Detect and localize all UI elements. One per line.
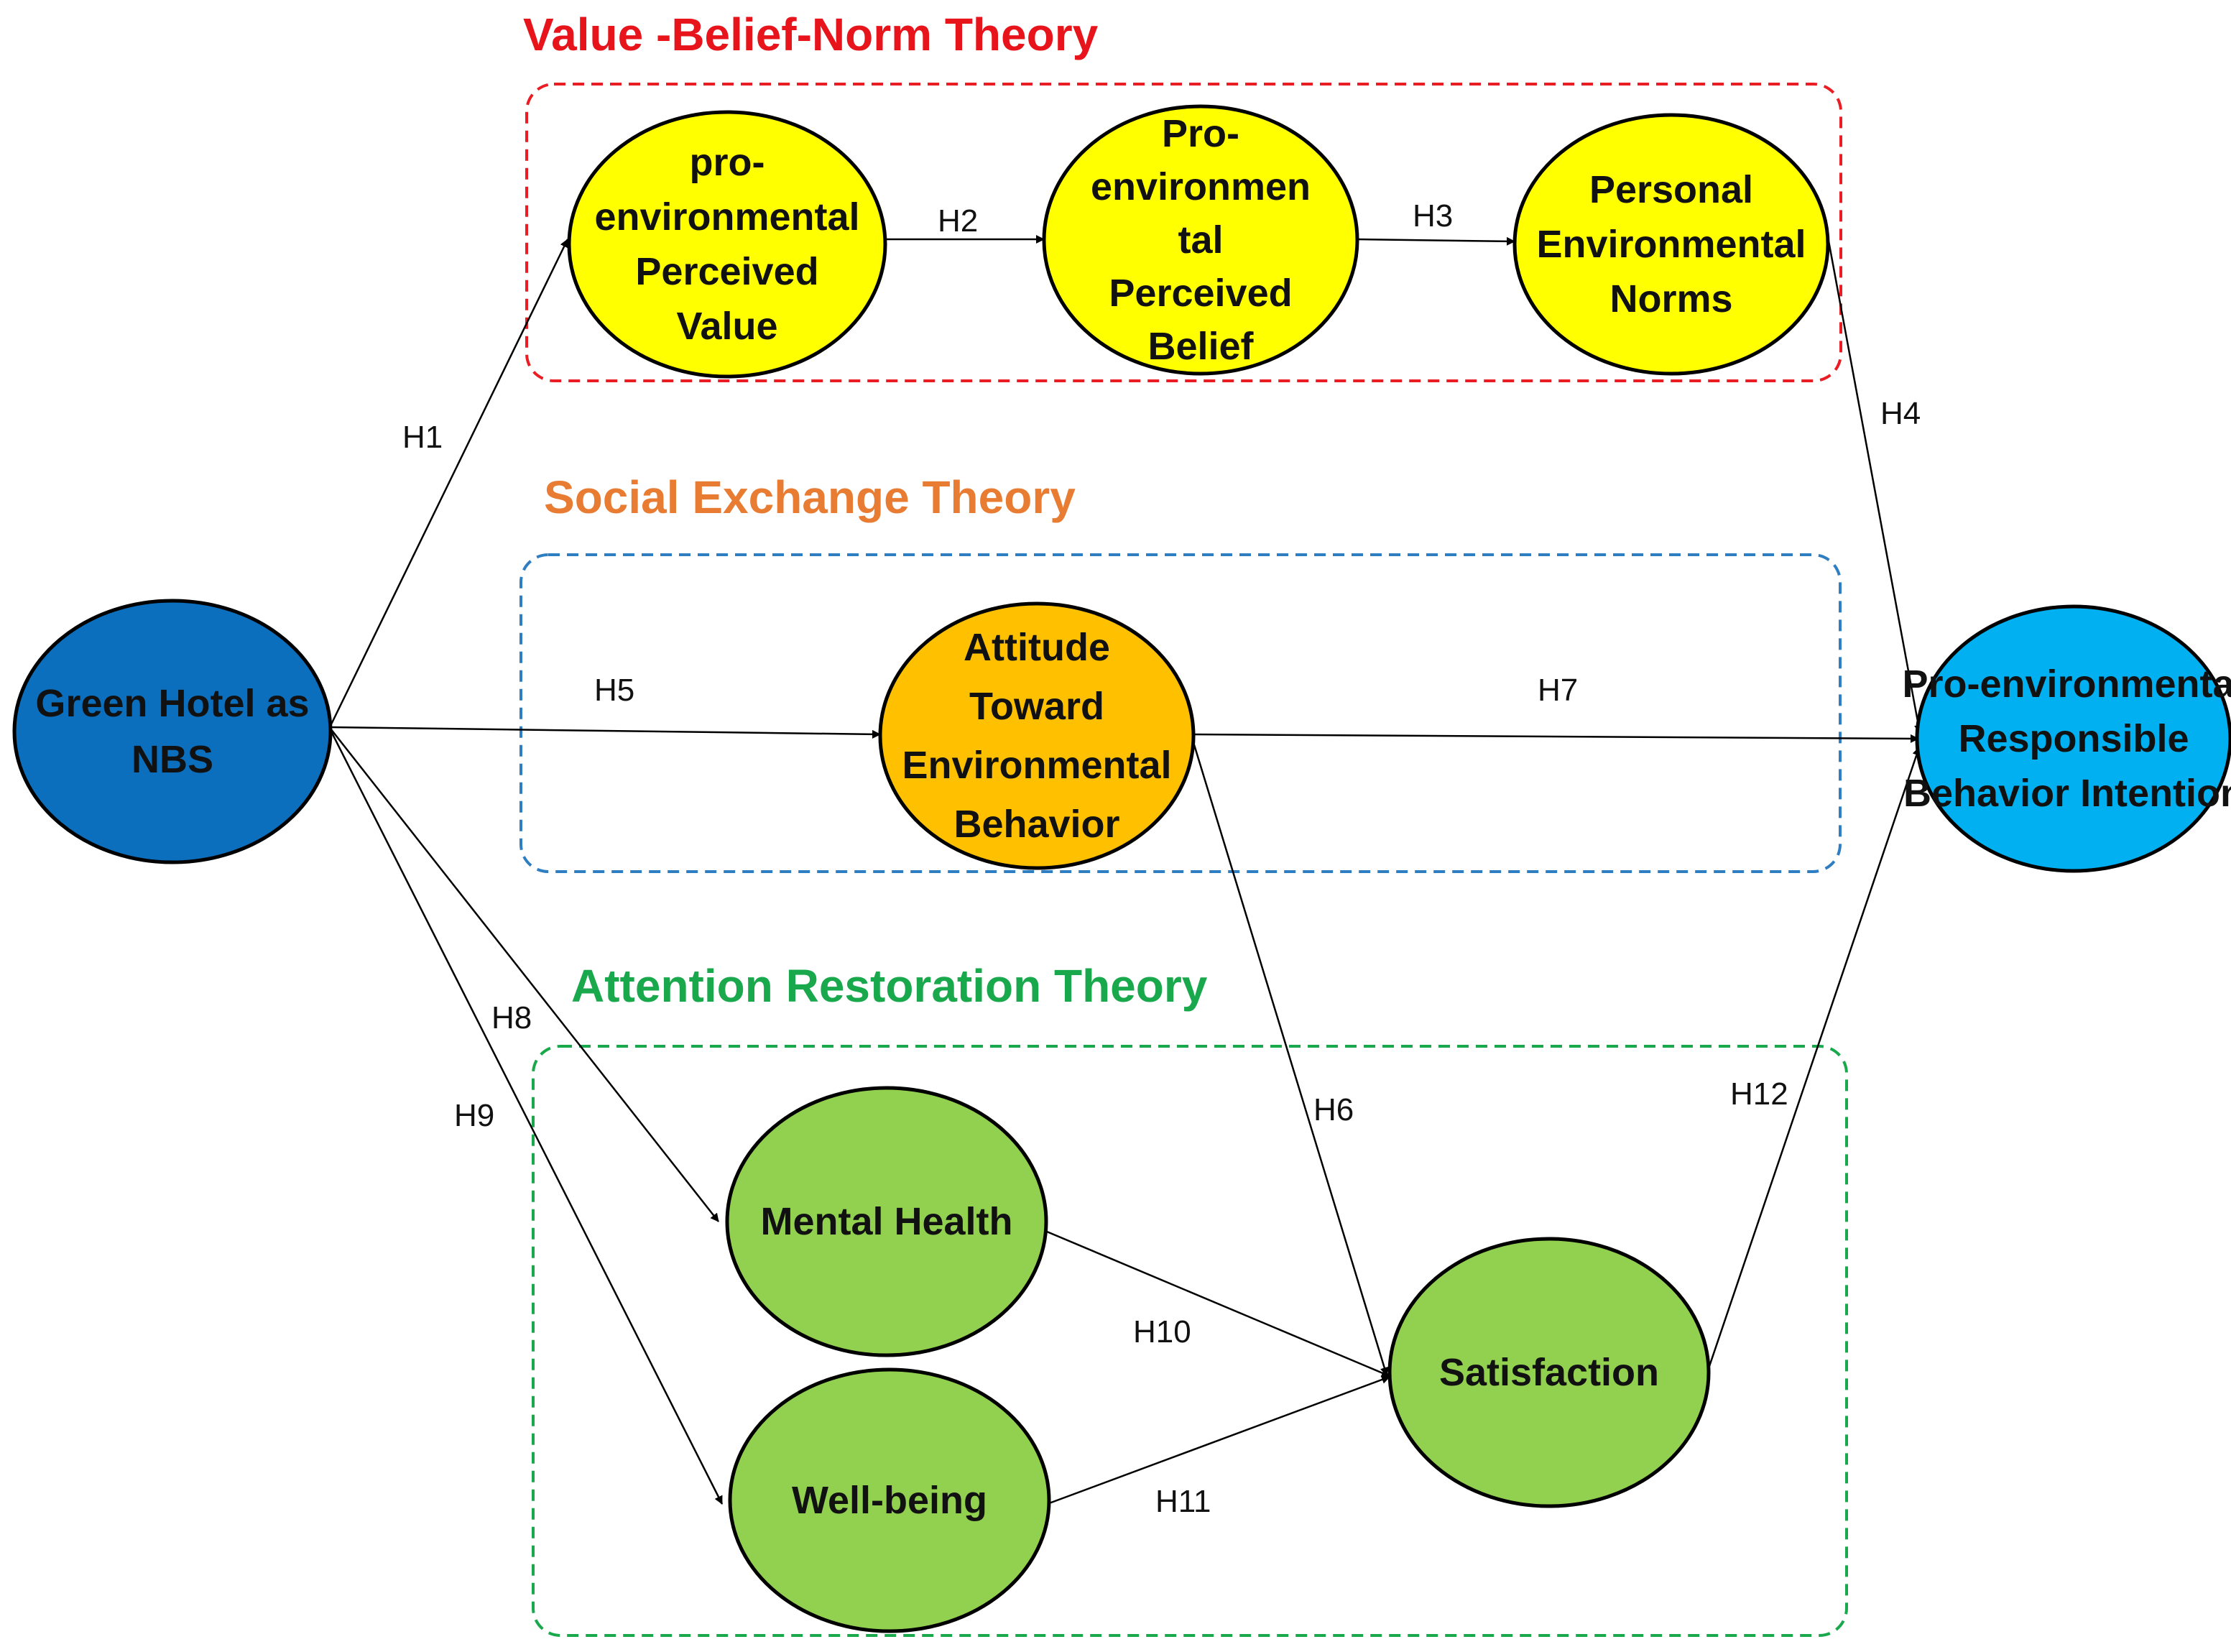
label-h1: H1 xyxy=(402,420,443,455)
node-perceived-belief-label: Belief xyxy=(1147,325,1254,368)
node-satisfaction-ellipse xyxy=(1387,1237,1711,1508)
edge-h9 xyxy=(329,729,724,1505)
node-attitude-label: Behavior xyxy=(953,803,1119,846)
label-h6: H6 xyxy=(1313,1092,1354,1127)
edge-h3 xyxy=(1357,236,1515,246)
node-perceived-belief-label: tal xyxy=(1178,218,1223,262)
edge-h10 xyxy=(1033,1224,1390,1378)
node-attitude-label: Environmental xyxy=(902,744,1171,787)
label-h10: H10 xyxy=(1133,1314,1191,1349)
node-perceived-belief-label: Pro- xyxy=(1162,112,1239,155)
node-personal-norms-label: Environmental xyxy=(1536,223,1806,266)
label-h8: H8 xyxy=(491,1000,532,1035)
edge-h4 xyxy=(1826,236,1923,734)
node-intention-label: Responsible xyxy=(1958,717,2189,760)
art-theory-box xyxy=(532,1045,1848,1637)
node-intention-ellipse xyxy=(1915,604,2231,873)
hypothesis-labels: H1 H2 H3 H4 H5 H6 H7 H8 H9 H10 H11 H12 xyxy=(402,198,1921,1519)
node-satisfaction: Satisfaction xyxy=(1387,1237,1711,1508)
node-personal-norms-label: Personal xyxy=(1589,168,1753,211)
node-well-being: Well-being xyxy=(728,1367,1051,1633)
node-intention-label: Pro-environmental xyxy=(1902,663,2231,706)
node-perceived-belief-label: environmen xyxy=(1091,165,1311,208)
set-theory-box xyxy=(519,553,1842,873)
label-h3: H3 xyxy=(1413,198,1453,234)
node-intention-label: Behavior Intention xyxy=(1903,772,2231,815)
label-h5: H5 xyxy=(594,673,634,708)
edge-h6 xyxy=(1191,739,1389,1376)
node-perceived-value-label: pro- xyxy=(690,141,765,184)
construct-nodes: Green Hotel asNBSpro-environmentalPercei… xyxy=(12,104,2231,1633)
edge-h5 xyxy=(330,726,881,739)
node-mental-health: Mental Health xyxy=(725,1086,1048,1357)
hypothesis-paths xyxy=(329,235,1923,1509)
label-h7: H7 xyxy=(1538,673,1578,708)
node-perceived-value-label: environmental xyxy=(594,195,859,239)
node-green-hotel-label: NBS xyxy=(131,738,213,781)
label-h12: H12 xyxy=(1730,1076,1788,1112)
set-theory-title: Social Exchange Theory xyxy=(544,471,1076,523)
node-mental-health-ellipse xyxy=(725,1086,1048,1357)
node-perceived-value-label: Value xyxy=(676,305,777,348)
vbn-theory-box xyxy=(525,83,1842,382)
node-perceived-belief-ellipse xyxy=(1042,104,1359,376)
node-perceived-value-ellipse xyxy=(567,110,887,379)
edge-h7 xyxy=(1193,733,1919,743)
edge-h8 xyxy=(330,728,719,1222)
edge-h1 xyxy=(329,239,569,726)
node-green-hotel: Green Hotel as NBS xyxy=(12,599,333,864)
label-h9: H9 xyxy=(454,1098,494,1133)
node-perceived-belief-label: Perceived xyxy=(1109,272,1292,315)
vbn-theory-title: Value -Belief-Norm Theory xyxy=(523,9,1099,60)
node-attitude-label: Attitude xyxy=(964,626,1110,669)
node-attitude-label: Toward xyxy=(969,685,1104,728)
node-personal-norms-label: Norms xyxy=(1609,277,1732,320)
art-theory-title: Attention Restoration Theory xyxy=(571,960,1208,1012)
edge-h11 xyxy=(1037,1375,1390,1509)
node-green-hotel-label: Green Hotel as xyxy=(35,682,309,725)
node-satisfaction-label: Satisfaction xyxy=(1439,1351,1659,1394)
edge-h12 xyxy=(1704,747,1921,1378)
label-h11: H11 xyxy=(1155,1484,1211,1519)
node-mental-health-label: Mental Health xyxy=(760,1200,1012,1243)
node-well-being-label: Well-being xyxy=(792,1479,987,1522)
node-perceived-value-label: Perceived xyxy=(635,250,818,293)
label-h2: H2 xyxy=(938,203,978,239)
node-well-being-ellipse xyxy=(728,1367,1051,1633)
node-personal-norms-ellipse xyxy=(1512,113,1830,376)
node-green-hotel-ellipse xyxy=(12,599,333,864)
node-attitude-ellipse xyxy=(878,601,1196,870)
label-h4: H4 xyxy=(1880,396,1921,431)
